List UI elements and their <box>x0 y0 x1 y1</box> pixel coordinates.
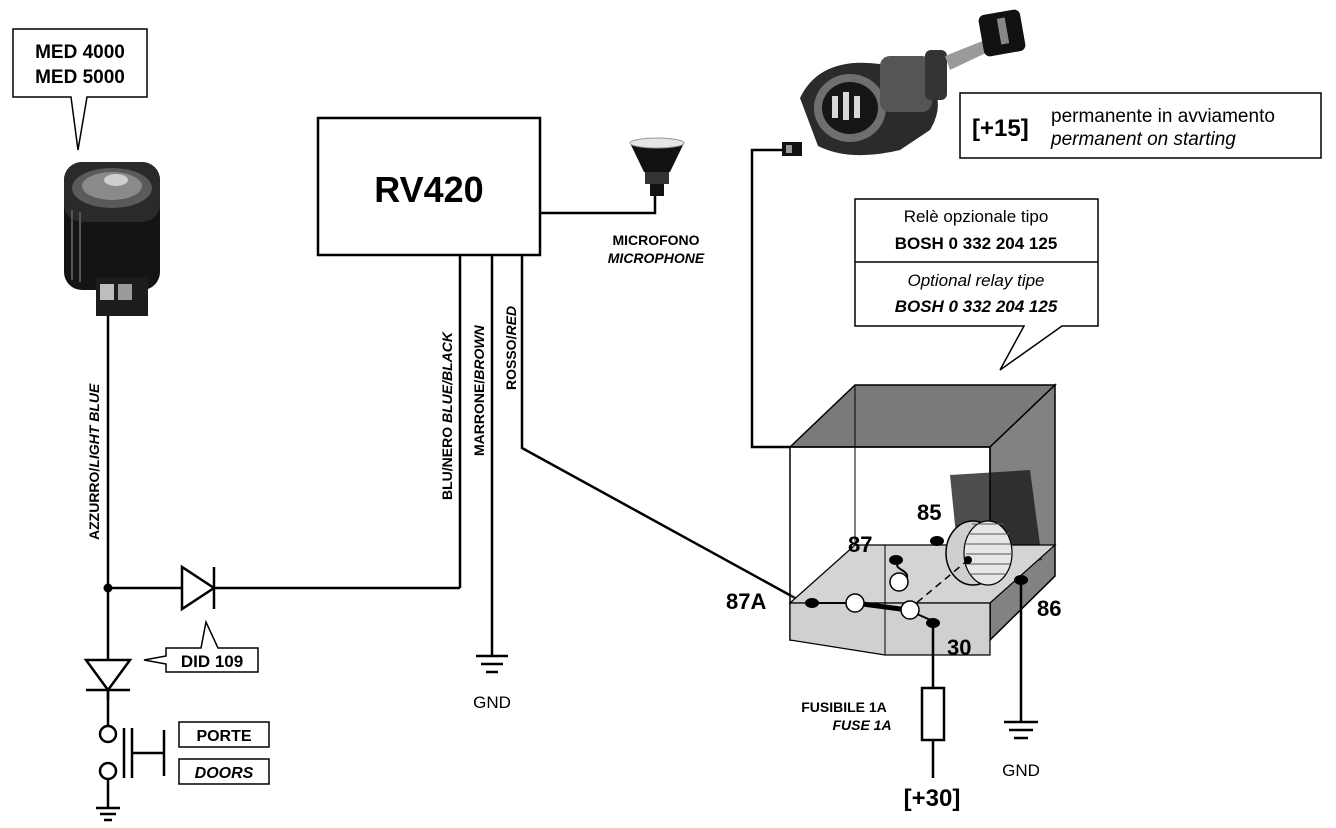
relay-contacts <box>805 536 1028 628</box>
relay-pin-30: 30 <box>947 635 971 660</box>
supply-label: [+30] <box>904 785 961 812</box>
microphone-icon <box>629 137 685 196</box>
relay-note-line1: Relè opzionale tipo <box>904 207 1049 226</box>
siren-wire-label: AZZURRO/LIGHT BLUE <box>86 383 102 540</box>
wire-red <box>520 255 807 606</box>
siren-label-line2: MED 5000 <box>35 67 125 88</box>
siren-icon <box>64 162 160 316</box>
relay-note-line4: BOSH 0 332 204 125 <box>895 297 1058 316</box>
wire-red-label: ROSSO/RED <box>503 306 519 390</box>
fuse-label-it: FUSIBILE 1A <box>801 699 887 715</box>
doors-label-it: PORTE <box>196 728 251 745</box>
rv420-label: RV420 <box>374 169 483 210</box>
module-gnd-label: GND <box>473 693 511 712</box>
wire-brown-label: MARRONE/BROWN <box>471 324 487 456</box>
rv420-module <box>316 116 542 257</box>
microphone-label-en: MICROPHONE <box>608 250 705 266</box>
wire-ignition <box>750 148 790 449</box>
key-switch-connector <box>782 142 802 156</box>
microphone-wire <box>540 196 657 215</box>
relay-gnd-label: GND <box>1002 761 1040 780</box>
diode-callout: DID 109 <box>143 619 259 673</box>
wire-blue-black-label: BLU/NERO BLUE/BLACK <box>439 331 455 500</box>
doors-label-box-en <box>178 758 270 785</box>
relay-note-line3: Optional relay tipe <box>907 271 1044 290</box>
door-ground <box>96 806 120 822</box>
siren-label-line1: MED 4000 <box>35 42 125 63</box>
module-ground <box>476 654 508 674</box>
siren-callout: MED 4000 MED 5000 <box>12 28 148 151</box>
door-switch <box>98 724 166 808</box>
key-switch-desc-it: permanente in avviamento <box>1051 106 1275 127</box>
relay-pin-87a: 87A <box>726 589 766 614</box>
fuse-label-en: FUSE 1A <box>832 717 891 733</box>
key-switch-terminal: [+15] <box>972 115 1029 142</box>
doors-label-en: DOORS <box>195 765 254 782</box>
relay-ground <box>1004 720 1038 740</box>
relay-pin-85: 85 <box>917 500 941 525</box>
relay-coil <box>945 520 1013 586</box>
diode-label: DID 109 <box>181 652 243 671</box>
relay-callout <box>854 198 1099 371</box>
key-switch-desc-en: permanent on starting <box>1050 129 1236 150</box>
diode-did109 <box>108 564 460 612</box>
relay-note-line2: BOSH 0 332 204 125 <box>895 234 1058 253</box>
microphone-label-it: MICROFONO <box>612 232 699 248</box>
doors-label-box-it <box>178 721 270 748</box>
relay-pin-87: 87 <box>848 532 872 557</box>
fuse-icon <box>920 686 946 742</box>
diode-vertical <box>83 658 133 725</box>
relay-pin-86: 86 <box>1037 596 1061 621</box>
key-switch-note <box>959 92 1322 159</box>
key-switch-icon <box>800 9 1026 156</box>
